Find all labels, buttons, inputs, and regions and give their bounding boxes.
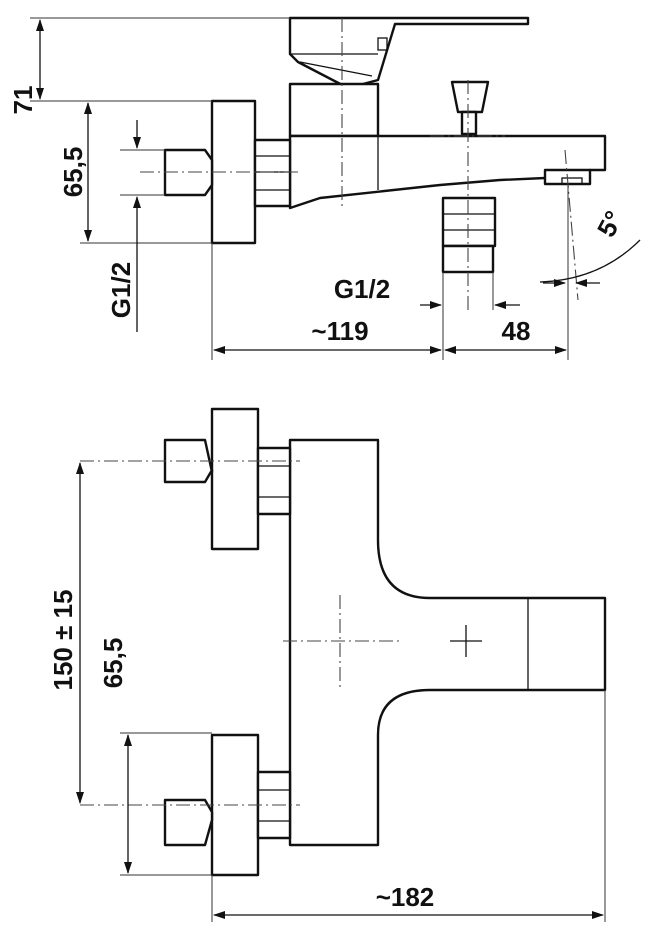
mixer-body xyxy=(288,438,607,847)
dim-thread-outlet: G1/2 xyxy=(334,274,390,304)
dim-width-total: ~182 xyxy=(376,882,435,912)
dim-centers: 150 ± 15 xyxy=(48,589,78,690)
dim-length-body: ~119 xyxy=(311,316,368,346)
lever-handle xyxy=(288,16,530,90)
lower-nipple xyxy=(163,798,214,847)
dim-height-inlet: 65,5 xyxy=(58,147,88,198)
dim-offset: 65,5 xyxy=(98,638,128,689)
outlet-nut xyxy=(441,196,497,248)
lever-neck xyxy=(288,82,380,138)
dim-spout-angle: 5° xyxy=(591,206,629,242)
side-view: 71 65,5 G1/2 G1/2 ~119 48 5° xyxy=(8,16,641,360)
dim-height-top: 71 xyxy=(8,86,38,115)
upper-nut xyxy=(256,446,292,516)
diverter-knob xyxy=(450,80,490,136)
top-view: 150 ± 15 65,5 ~182 xyxy=(48,407,607,922)
dim-thread-left: G1/2 xyxy=(106,262,136,318)
dim-length-spout: 48 xyxy=(502,316,531,346)
connector-nut xyxy=(253,138,292,208)
upper-flange xyxy=(210,407,260,551)
